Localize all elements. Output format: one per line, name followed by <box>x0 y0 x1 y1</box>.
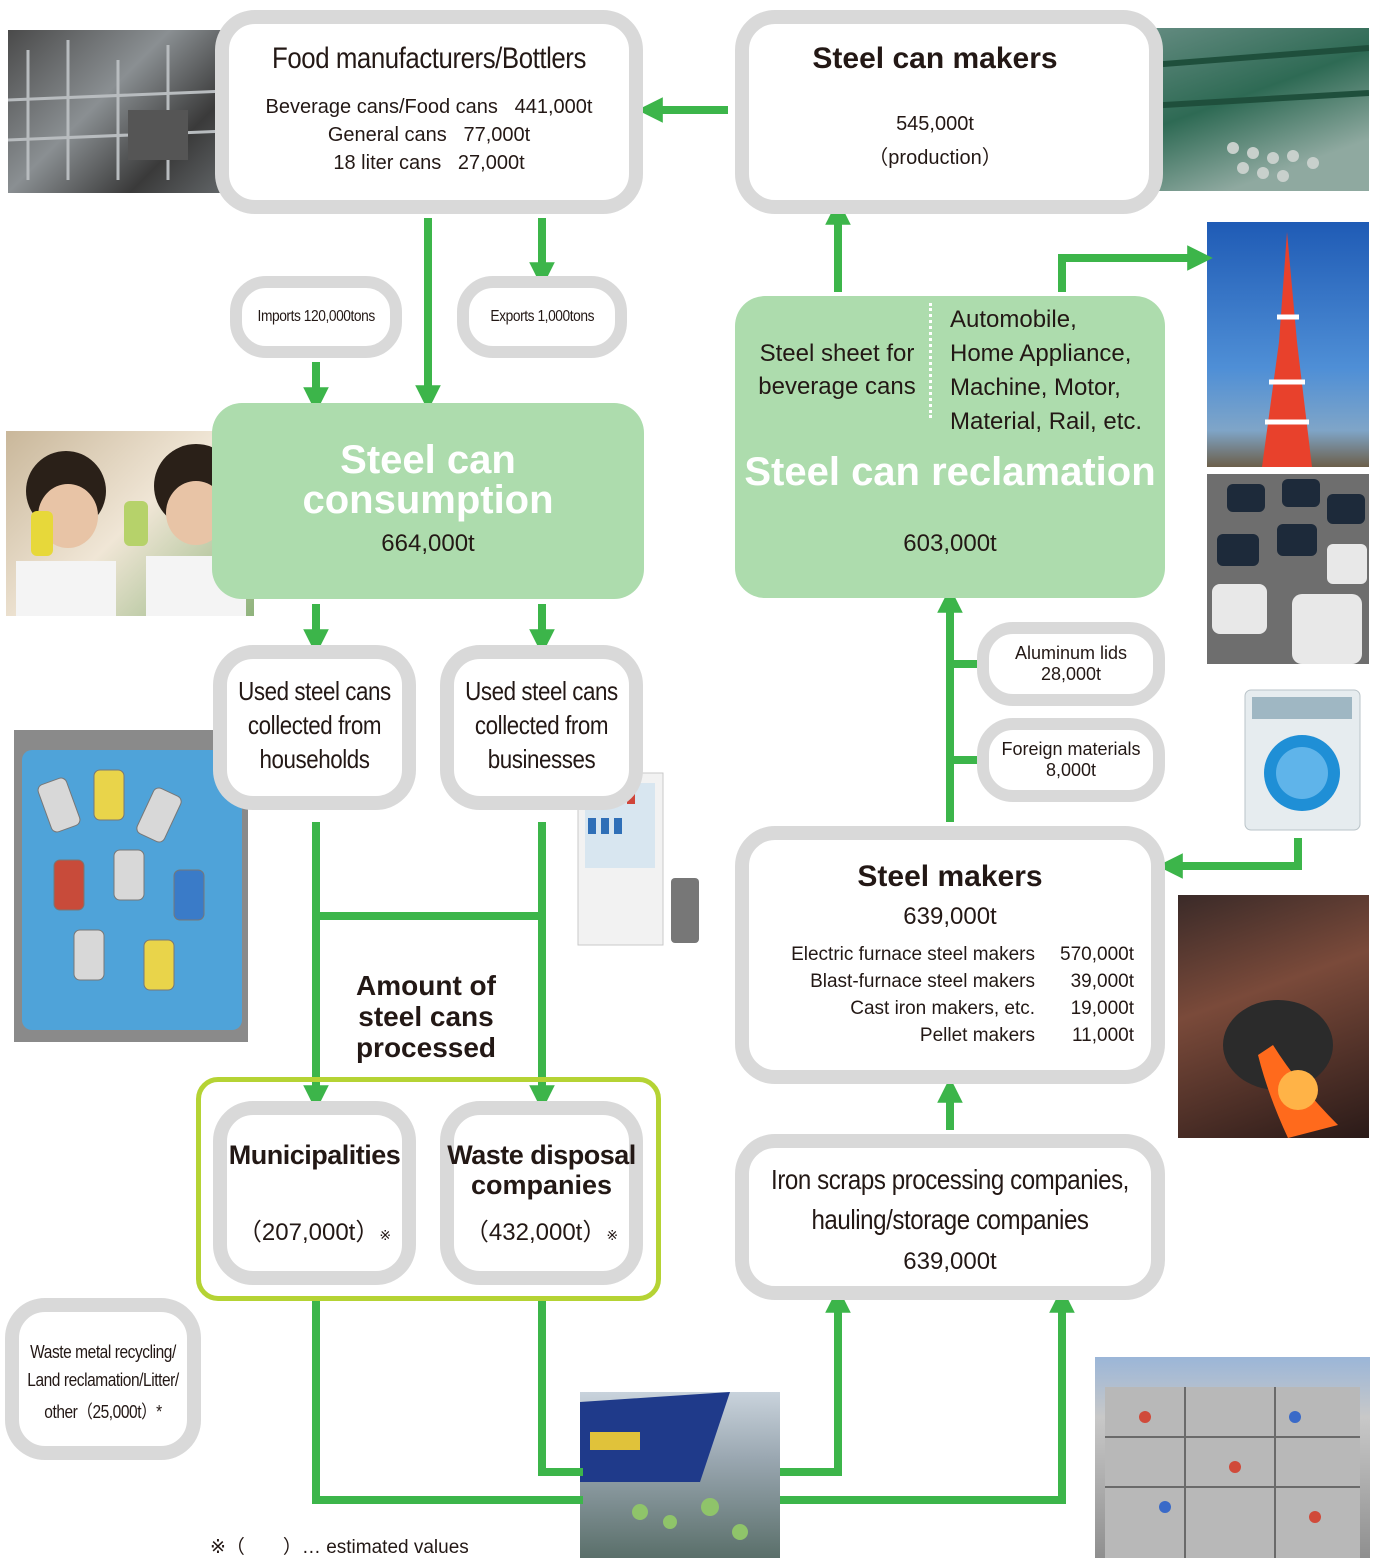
consumption-box <box>212 403 644 599</box>
food-row-3-value: 27,000t <box>457 152 525 174</box>
reclamation-use-2: Home Appliance, <box>950 340 1132 367</box>
food-row-2-label: General cans <box>327 124 447 146</box>
aluminum-lids-pill: Aluminum lids 28,000t <box>977 622 1165 706</box>
steel-makers-row-1-label: Electric furnace steel makers <box>791 944 1035 965</box>
waste-disposal-amount: （432,000t）※ <box>440 1212 643 1247</box>
reclamation-left-line2: beverage cans <box>758 373 916 400</box>
iron-scraps-box <box>735 1134 1165 1300</box>
food-row-3-label: 18 liter cans <box>333 152 442 174</box>
steel-makers-row-3-value: 19,000t <box>1070 998 1134 1019</box>
iron-scraps-value: 639,000t <box>903 1248 997 1275</box>
households-box <box>213 645 416 810</box>
other-box <box>5 1298 201 1460</box>
furnace-photo <box>1178 895 1369 1138</box>
processed-line3: processed <box>355 1032 497 1063</box>
garbage-truck-photo <box>580 1392 780 1558</box>
steel-can-makers-value: 545,000t <box>896 113 974 135</box>
processed-line1: Amount of <box>356 970 496 1001</box>
steel-makers-row-4-value: 11,000t <box>1072 1025 1134 1046</box>
food-row-2-value: 77,000t <box>463 124 531 146</box>
exports-pill: Exports 1,000tons <box>457 276 627 358</box>
reclamation-divider <box>929 303 932 418</box>
steel-makers-row-3-label: Cast iron makers, etc. <box>850 998 1035 1019</box>
waste-disposal-title-line2: companies <box>470 1170 613 1200</box>
households-line3: households <box>259 744 370 774</box>
steel-makers-value: 639,000t <box>903 903 997 930</box>
aluminum-lids-label: Aluminum lids <box>1014 643 1128 663</box>
steel-can-makers-note: （production） <box>868 147 1002 169</box>
waste-disposal-title-line1: Waste disposal <box>447 1140 636 1170</box>
businesses-line1: Used steel cans <box>465 676 618 706</box>
businesses-line3: businesses <box>487 744 596 774</box>
reclamation-box <box>735 296 1165 598</box>
food-manufacturers-title: Food manufacturers/Bottlers <box>272 42 586 75</box>
steel-makers-box <box>735 826 1165 1084</box>
food-row-1-value: 441,000t <box>514 96 593 118</box>
processed-line2: steel cans <box>358 1001 494 1032</box>
households-line2: collected from <box>247 710 382 740</box>
food-row-2: General cans 77,000t <box>215 124 643 147</box>
cars-photo <box>1207 474 1369 664</box>
food-row-3: 18 liter cans 27,000t <box>215 152 643 175</box>
reclamation-use-1: Automobile, <box>950 306 1077 333</box>
municipalities-value: （207,000t） <box>237 1219 380 1246</box>
iron-scraps-line2: hauling/storage companies <box>811 1204 1089 1235</box>
reclamation-use-4: Material, Rail, etc. <box>950 408 1143 435</box>
waste-disposal-value: （432,000t） <box>464 1219 607 1246</box>
footnote: ※（ ）… estimated values <box>210 1537 469 1558</box>
municipalities-amount: （207,000t）※ <box>213 1212 416 1247</box>
municipalities-box <box>213 1101 416 1285</box>
steel-makers-row-1-value: 570,000t <box>1060 944 1134 965</box>
steel-makers-row-2-value: 39,000t <box>1070 971 1134 992</box>
steel-can-makers-box <box>735 10 1163 214</box>
scrap-bales-photo <box>1095 1357 1370 1558</box>
steel-makers-row-4-label: Pellet makers <box>919 1025 1035 1046</box>
reclamation-use-3: Machine, Motor, <box>950 374 1121 401</box>
exports-label: Exports 1,000tons <box>490 308 594 325</box>
iron-scraps-line1: Iron scraps processing companies, <box>771 1164 1129 1195</box>
factory-photo <box>8 30 251 193</box>
foreign-materials-pill: Foreign materials 8,000t <box>977 718 1165 802</box>
reclamation-title: Steel can reclamation <box>744 450 1156 494</box>
consumption-title-line2: consumption <box>302 478 554 522</box>
imports-pill: Imports 120,000tons <box>230 276 402 358</box>
cans-bin-photo <box>14 730 248 1042</box>
municipalities-title: Municipalities <box>228 1140 401 1170</box>
steel-can-makers-title: Steel can makers <box>812 42 1058 75</box>
reclamation-left-line1: Steel sheet for <box>759 340 915 367</box>
consumption-title-line1: Steel can <box>340 438 516 482</box>
foreign-materials-value: 8,000t <box>1045 760 1097 780</box>
reclamation-value: 603,000t <box>903 530 997 557</box>
waste-disposal-estimate-mark: ※ <box>606 1227 619 1243</box>
steel-makers-row-2-label: Blast-furnace steel makers <box>810 971 1035 992</box>
tower-photo <box>1207 222 1369 467</box>
imports-label: Imports 120,000tons <box>257 308 375 325</box>
processed-frame <box>196 1077 661 1301</box>
other-line1: Waste metal recycling/ <box>30 1342 176 1362</box>
households-line1: Used steel cans <box>238 676 391 706</box>
municipalities-estimate-mark: ※ <box>379 1227 392 1243</box>
businesses-box <box>440 645 643 810</box>
businesses-line2: collected from <box>474 710 609 740</box>
waste-disposal-box <box>440 1101 643 1285</box>
consumption-value: 664,000t <box>381 530 475 557</box>
food-row-1-label: Beverage cans/Food cans <box>265 96 498 118</box>
other-line2: Land reclamation/Litter/ <box>27 1370 179 1390</box>
steel-makers-title: Steel makers <box>857 860 1043 893</box>
other-line3: other（25,000t）* <box>44 1402 162 1422</box>
food-row-1: Beverage cans/Food cans 441,000t <box>215 96 643 119</box>
aluminum-lids-value: 28,000t <box>1040 664 1102 684</box>
food-manufacturers-box <box>215 10 643 214</box>
washing-machine-photo <box>1240 685 1368 835</box>
foreign-materials-label: Foreign materials <box>1001 739 1141 759</box>
